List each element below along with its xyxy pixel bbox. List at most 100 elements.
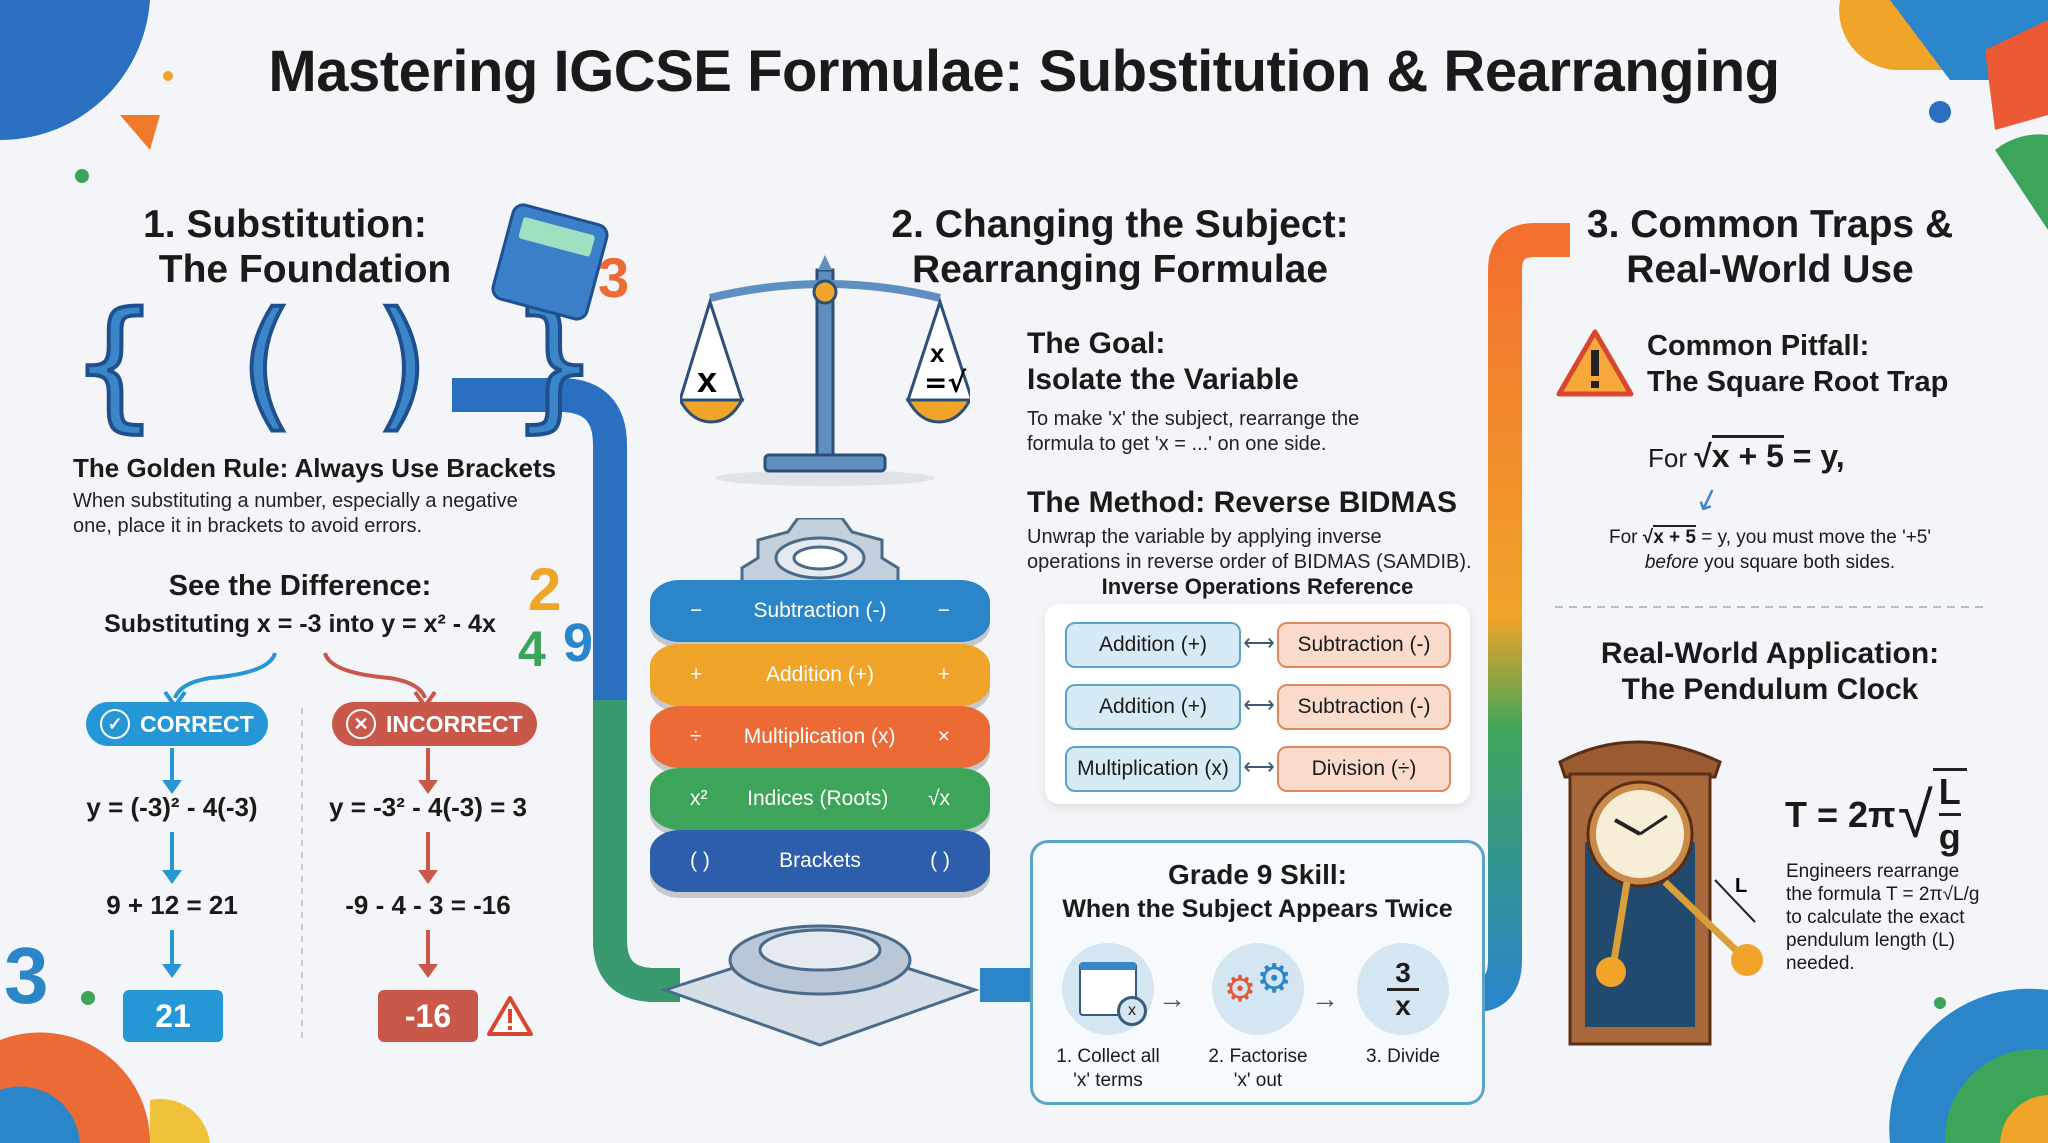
pitfall-rhs: = y,: [1792, 438, 1845, 474]
warning-icon: [487, 996, 533, 1036]
stack-layer-indices: x² Indices (Roots) √x: [650, 768, 990, 830]
app-title: Real-World Application: The Pendulum Clo…: [1560, 636, 1980, 708]
method-title: The Method: Reverse BIDMAS: [1027, 486, 1458, 519]
inverse-right: Division (÷): [1277, 746, 1451, 792]
double-arrow-icon: ⟷: [1243, 630, 1275, 655]
arrow-down-icon: [418, 748, 438, 794]
double-arrow-icon: ⟷: [1243, 692, 1275, 717]
pitfall-body-radicand: x + 5: [1653, 525, 1696, 548]
pendulum-length-label: L: [1735, 875, 1747, 897]
diff-subtitle: Substituting x = -3 into y = x² - 4x: [104, 610, 496, 638]
section1-heading-line2: The Foundation: [158, 248, 452, 291]
stack-layer-multiplication: ÷ Multiplication (x) ×: [650, 706, 990, 768]
double-arrow-icon: ⟷: [1243, 754, 1275, 779]
layer-symbol: +: [690, 663, 703, 686]
layer-symbol: ( ): [930, 849, 950, 872]
grade9-title-line1: Grade 9 Skill:: [1168, 859, 1347, 890]
section1-heading: 1. Substitution: The Foundation: [90, 202, 480, 292]
layer-symbol: √x: [927, 787, 950, 810]
pitfall-title-line1: Common Pitfall:: [1647, 330, 1870, 362]
incorrect-label: INCORRECT: [386, 710, 523, 737]
incorrect-badge: ✕INCORRECT: [332, 702, 537, 746]
correct-badge: ✓CORRECT: [86, 702, 268, 746]
pitfall-body-line2: you square both sides.: [1698, 552, 1896, 573]
layer-label: Addition (+): [766, 663, 874, 686]
grade9-box: Grade 9 Skill: When the Subject Appears …: [1030, 840, 1485, 1105]
pitfall-body-for: For: [1608, 527, 1638, 548]
section2-heading: 2. Changing the Subject: Rearranging For…: [860, 202, 1380, 292]
app-body-line: needed.: [1786, 953, 1855, 974]
goal-body-line2: formula to get 'x = ...' on one side.: [1027, 433, 1327, 455]
app-body-line: pendulum length (L): [1786, 930, 1955, 951]
goal-title-line1: The Goal:: [1027, 327, 1166, 360]
step-label: 2. Factorise: [1208, 1046, 1308, 1067]
inverse-ops-panel: Addition (+) ⟷ Subtraction (-) Addition …: [1045, 604, 1470, 804]
app-title-line1: Real-World Application:: [1600, 637, 1940, 670]
app-body-line: Engineers rearrange: [1786, 861, 1960, 882]
step-label: 'x' out: [1233, 1070, 1283, 1091]
pitfall-body-emphasis: before: [1644, 552, 1699, 573]
pitfall-title-line2: The Square Root Trap: [1647, 366, 1949, 398]
method-body-line1: Unwrap the variable by applying inverse: [1027, 526, 1382, 548]
layer-label: Indices (Roots): [747, 787, 889, 810]
layer-symbol: x²: [690, 787, 708, 810]
layer-symbol: ÷: [690, 725, 702, 748]
branch-arrows: [163, 652, 437, 708]
correct-result: 21: [123, 990, 223, 1042]
step-factorise: ⚙⚙ 2. Factorise 'x' out: [1193, 943, 1323, 1093]
arrow-down-icon: [162, 832, 182, 884]
incorrect-step1: y = -3² - 4(-3) = 3: [329, 792, 527, 822]
step-collect: x 1. Collect all 'x' terms: [1043, 943, 1173, 1093]
section3-heading: 3. Common Traps & Real-World Use: [1570, 202, 1970, 292]
step-label: 1. Collect all: [1056, 1046, 1160, 1067]
section1-heading-line1: 1. Substitution:: [143, 203, 427, 246]
pitfall-for: For: [1648, 443, 1687, 473]
incorrect-result: -16: [378, 990, 478, 1042]
goal-title-line2: Isolate the Variable: [1027, 363, 1299, 396]
fraction-denominator: x: [1395, 989, 1411, 1021]
magnifier-x: x: [1117, 996, 1147, 1026]
inverse-right: Subtraction (-): [1277, 684, 1451, 730]
grade9-title-line2: When the Subject Appears Twice: [1062, 895, 1453, 923]
inverse-left: Addition (+): [1065, 684, 1241, 730]
goal-body: To make 'x' the subject, rearrange the f…: [1027, 407, 1359, 457]
method-body: Unwrap the variable by applying inverse …: [1027, 525, 1472, 575]
arrow-right-icon: →: [1311, 983, 1339, 1014]
arrow-down-icon: [162, 930, 182, 978]
pendulum-clock-icon: L: [1558, 740, 1763, 1046]
layer-symbol: −: [937, 599, 950, 622]
section2-heading-line1: 2. Changing the Subject:: [891, 203, 1349, 246]
correct-label: CORRECT: [140, 710, 254, 737]
formula-lhs: T = 2π: [1785, 794, 1896, 835]
step-label: 'x' terms: [1073, 1070, 1143, 1091]
goal-body-line1: To make 'x' the subject, rearrange the: [1027, 408, 1360, 430]
layer-symbol: ( ): [690, 849, 710, 872]
layer-symbol: +: [937, 663, 950, 686]
stack-layer-brackets: ( )Brackets( ): [650, 830, 990, 892]
correct-step1: y = (-3)² - 4(-3): [86, 792, 258, 822]
inverse-ops-title: Inverse Operations Reference: [1101, 574, 1414, 599]
layer-label: Multiplication (x): [743, 725, 896, 748]
arrow-down-icon: [418, 832, 438, 884]
deco-number-9: 9: [563, 613, 594, 673]
gear-icon: [740, 518, 900, 600]
formula-denominator: g: [1938, 816, 1961, 857]
section2-heading-line2: Rearranging Formulae: [911, 248, 1329, 291]
brackets-icon: { ( ) }: [68, 283, 617, 446]
gears-icon: ⚙⚙: [1212, 943, 1304, 1035]
golden-rule-line1: When substituting a number, especially a…: [73, 490, 518, 512]
arrow-down-icon: [418, 930, 438, 978]
scale-right-x: x: [930, 338, 945, 368]
inverse-left: Multiplication (x): [1065, 746, 1241, 792]
balance-scale-icon: x x =√: [680, 255, 970, 486]
layer-symbol: ×: [937, 725, 950, 748]
fraction-numerator: 3: [1387, 957, 1419, 991]
app-body-line: to calculate the exact: [1786, 907, 1965, 928]
scale-right-root: =√: [924, 366, 966, 399]
stack-base: [660, 924, 980, 1047]
scale-left-x: x: [697, 359, 717, 400]
